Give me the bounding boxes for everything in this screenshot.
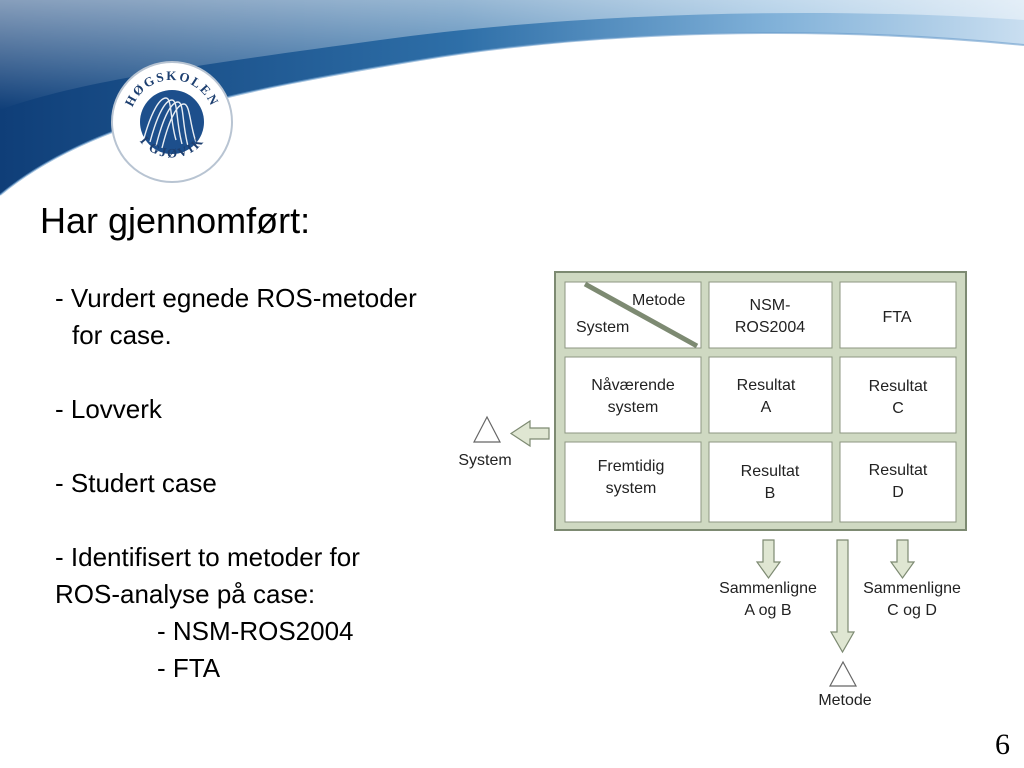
col-nsm-label-2: ROS2004 [735, 319, 805, 336]
bullet-1-line-1: - Vurdert egnede ROS-metoder [55, 283, 417, 313]
diagonal-divider [583, 281, 699, 349]
sub-bullet-1: - NSM-ROS2004 [157, 616, 354, 646]
slide-title: Har gjennomført: [40, 200, 311, 241]
cell-row-current [564, 356, 702, 434]
row-future-label-1: Fremtidig [598, 458, 665, 475]
cell-result-a [708, 356, 833, 434]
method-matrix-diagram: Metode System NSM- ROS2004 FTA Nåværende… [458, 271, 967, 709]
cell-result-c [839, 356, 957, 434]
row-current-label-1: Nåværende [591, 376, 675, 394]
bullet-list: - Vurdert egnede ROS-metoder for case. -… [55, 280, 515, 687]
down-arrow-cd-icon [889, 539, 916, 580]
result-c-label-1: Resultat [869, 378, 928, 395]
col-nsm-label-1: NSM- [750, 297, 791, 314]
row-current-label-2: system [608, 399, 659, 416]
bullet-2: - Lovverk [55, 394, 162, 424]
result-c-label-2: C [892, 400, 904, 417]
result-b-label-1: Resultat [741, 463, 800, 480]
result-b-label-2: B [765, 485, 776, 502]
bullet-4-line-1: - Identifisert to metoder for [55, 542, 360, 572]
left-arrow-icon [509, 419, 550, 448]
compare-ab-label-1: Sammenligne [719, 580, 817, 597]
cell-row-future [564, 441, 702, 523]
down-arrow-ab-icon [755, 539, 782, 580]
compare-cd-label-1: Sammenligne [863, 580, 961, 597]
compare-cd-label-2: C og D [887, 602, 937, 619]
result-d-label-1: Resultat [869, 462, 928, 479]
header-banner [0, 0, 1024, 196]
sub-bullet-2: - FTA [157, 653, 221, 683]
bullet-3: - Studert case [55, 468, 217, 498]
result-a-label-1: Resultat [737, 377, 796, 394]
page-number: 6 [995, 728, 1010, 761]
cell-result-b [708, 441, 833, 523]
bullet-1-line-2: for case. [72, 320, 172, 350]
cell-result-d [839, 441, 957, 523]
col-fta-label: FTA [882, 309, 911, 326]
row-future-label-2: system [606, 480, 657, 497]
bullet-4-line-2: ROS-analyse på case: [55, 579, 316, 609]
system-triangle-icon [473, 415, 501, 443]
metode-triangle-icon [828, 660, 858, 687]
cell-header-fta [839, 281, 957, 349]
header-metode-label: Metode [632, 292, 685, 309]
college-logo: HØGSKOLEN I GJØVIK [111, 61, 233, 183]
metode-label: Metode [818, 692, 871, 709]
down-arrow-metode-icon [829, 539, 856, 654]
cell-header-nsm [708, 281, 833, 349]
system-label: System [458, 452, 511, 469]
result-d-label-2: D [892, 484, 904, 501]
header-system-label: System [576, 319, 629, 336]
result-a-label-2: A [761, 399, 772, 416]
compare-ab-label-2: A og B [744, 602, 791, 619]
